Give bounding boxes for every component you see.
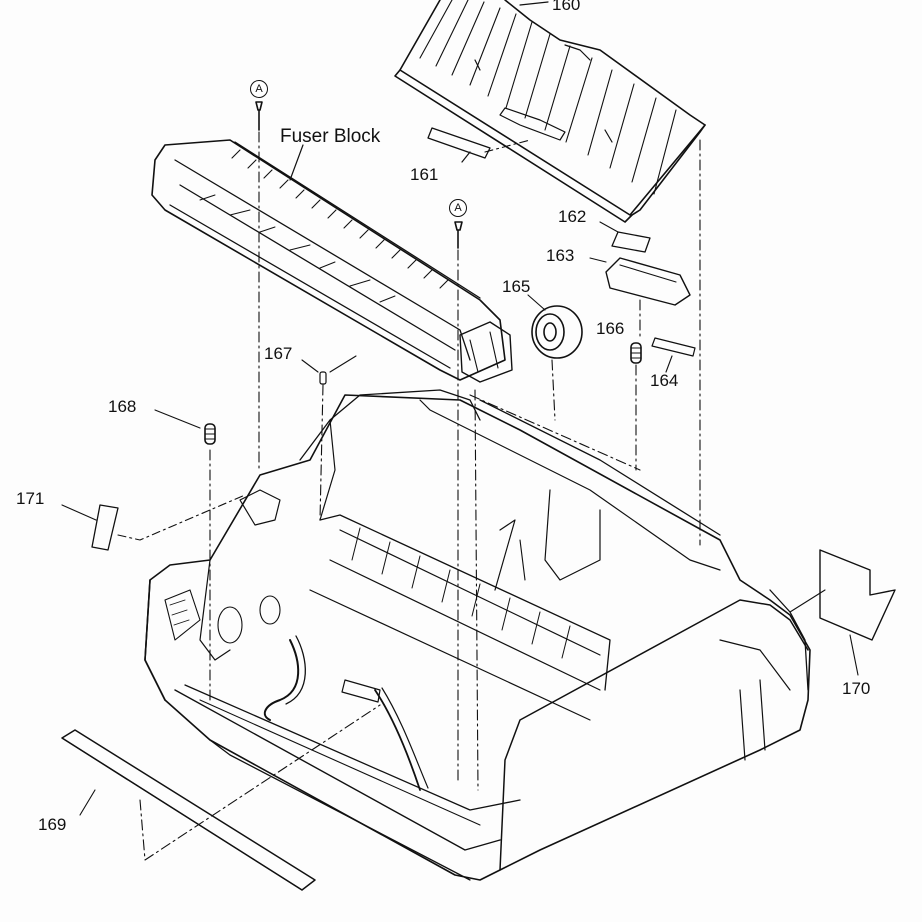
part-167-spring (301, 355, 357, 385)
label-161: 161 (410, 165, 439, 184)
part-171-label (61, 494, 246, 551)
screw-left (255, 101, 263, 131)
label-fuser-block: Fuser Block (280, 126, 381, 147)
part-170-sheet (789, 549, 896, 676)
leader-165 (527, 294, 546, 311)
label-170: 170 (842, 679, 871, 698)
part-163-holder (605, 257, 691, 306)
part-166-spring (630, 342, 642, 364)
label-162: 162 (558, 207, 587, 226)
screw-right (454, 221, 463, 249)
part-169-strip (61, 729, 316, 891)
label-171: 171 (16, 489, 45, 508)
label-164: 164 (650, 371, 679, 390)
part-160-paper-tray (394, 0, 706, 223)
label-169: 169 (38, 815, 67, 834)
label-167: 167 (264, 344, 293, 363)
main-chassis (144, 389, 811, 881)
label-163: 163 (546, 246, 575, 265)
part-162-pad (611, 231, 651, 253)
label-165: 165 (502, 277, 531, 296)
label-168: 168 (108, 397, 137, 416)
leader-fuser-block (289, 144, 304, 181)
leader-160 (519, 1, 549, 6)
part-165-roller (531, 305, 583, 359)
leaders-162-164 (589, 221, 673, 373)
part-161-label-strip (427, 127, 531, 163)
fuser-block (151, 139, 513, 383)
screw-marker-a-left: A (250, 80, 268, 98)
part-168-spring (154, 409, 216, 445)
label-160: 160 (552, 0, 581, 14)
part-164-sheet (651, 337, 696, 357)
screw-marker-a-right: A (449, 199, 467, 217)
label-166: 166 (596, 319, 625, 338)
assembly-lines (139, 131, 701, 861)
